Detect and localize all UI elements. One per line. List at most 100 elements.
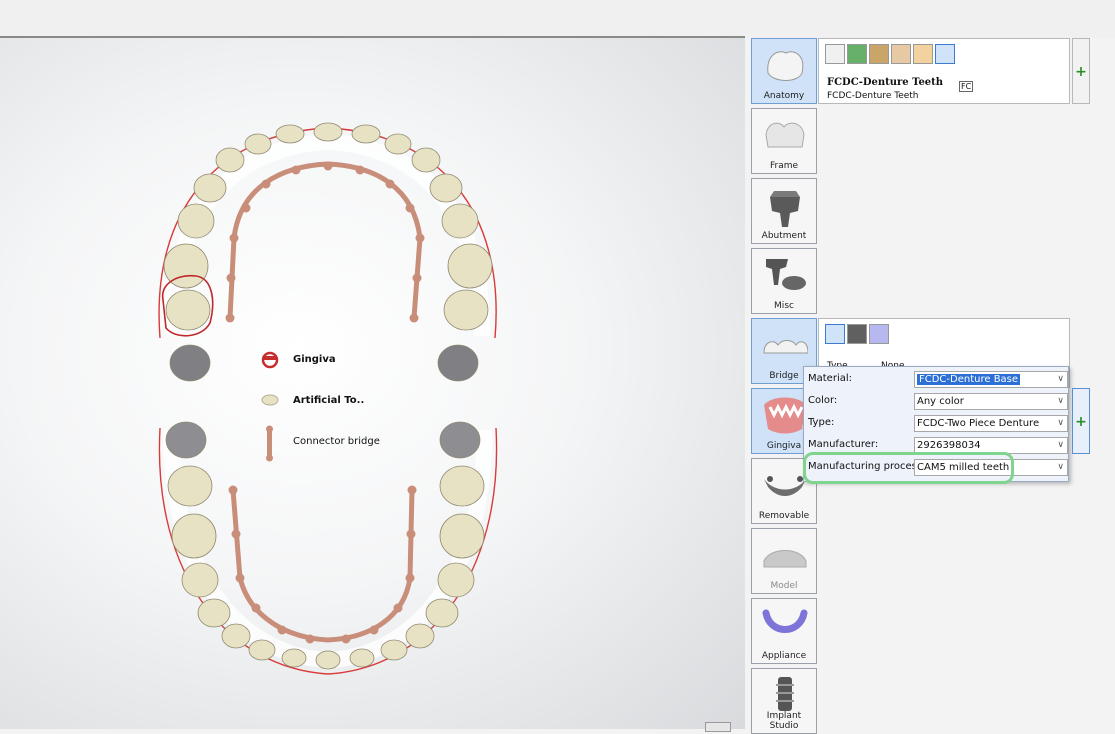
category-misc-button[interactable]: Misc <box>751 248 817 314</box>
upper-tooth-10 <box>384 133 412 155</box>
connector-bead-14 <box>228 485 238 495</box>
anatomy-crown-icon <box>767 51 804 81</box>
material-value: FCDC-Denture Base <box>917 374 1021 385</box>
connector-bead-2 <box>226 273 236 283</box>
category-frame-button[interactable]: Frame <box>751 108 817 174</box>
category-abutment-button[interactable]: Abutment <box>751 178 817 244</box>
gingiva-icon <box>764 397 806 434</box>
material-option-3[interactable] <box>869 44 889 64</box>
material-option-1[interactable] <box>825 44 845 64</box>
upper-tooth-4 <box>193 173 227 203</box>
upper-tooth-1 <box>165 289 211 331</box>
connector-bead-9 <box>385 179 395 189</box>
abutment-icon <box>770 191 800 227</box>
category-gingiva-label: Gingiva <box>766 441 802 451</box>
manufacturer-value: 2926398034 <box>917 440 981 451</box>
upper-tooth-15 <box>443 289 489 331</box>
anatomy-add-button[interactable]: + <box>1072 38 1090 104</box>
upper-tooth-3 <box>177 203 215 239</box>
upper-tooth-9 <box>351 124 381 144</box>
connector-bead-19 <box>305 634 315 644</box>
anatomy-material-subtitle: FCDC-Denture Teeth <box>827 91 919 101</box>
lower-tooth-12 <box>425 598 459 628</box>
type-value: FCDC-Two Piece Denture <box>917 418 1040 429</box>
anatomy-material-panel: FCDC-Denture Teeth FC FCDC-Denture Teeth <box>818 38 1070 104</box>
connector-bead-11 <box>415 233 425 243</box>
connector-bead-5 <box>261 179 271 189</box>
lower-tooth-3 <box>181 562 219 598</box>
lower-tooth-4 <box>197 598 231 628</box>
connector-bead-7 <box>323 161 333 171</box>
category-model-label: Model <box>770 581 798 591</box>
upper-tooth-6 <box>244 133 272 155</box>
upper-tooth-2 <box>163 243 209 289</box>
removable-icon <box>764 476 806 496</box>
type-label: Type: <box>808 417 835 428</box>
plus-icon: + <box>1075 64 1087 80</box>
chevron-down-icon: ∨ <box>1057 418 1064 428</box>
connector-beads <box>225 161 425 644</box>
bridge-option-link[interactable] <box>869 324 889 344</box>
manufacturer-label: Manufacturer: <box>808 439 879 450</box>
lower-connector-bridge <box>230 489 415 643</box>
manufacturing-process-label: Manufacturing process: <box>808 461 926 472</box>
upper-tooth-13 <box>441 203 479 239</box>
material-option-4[interactable] <box>891 44 911 64</box>
gingiva-add-button[interactable]: + <box>1072 388 1090 454</box>
upper-tooth-missing-left <box>169 344 211 382</box>
connector-bead-20 <box>341 634 351 644</box>
category-implant-studio-button[interactable]: Implant Studio <box>751 668 817 734</box>
lower-tooth-13 <box>437 562 475 598</box>
appliance-icon <box>762 609 808 633</box>
material-option-2[interactable] <box>847 44 867 64</box>
manufacturing-process-select[interactable]: CAM5 milled teeth∨ <box>914 459 1068 476</box>
lower-tooth-7 <box>281 648 307 668</box>
artificial-tooth-icon <box>261 394 279 406</box>
category-implant-studio-label: Implant Studio <box>766 711 802 731</box>
legend-gingiva-label: Gingiva <box>293 354 336 365</box>
lower-tooth-9 <box>349 648 375 668</box>
category-anatomy-button[interactable]: Anatomy <box>751 38 817 104</box>
color-select[interactable]: Any color∨ <box>914 393 1068 410</box>
category-misc-label: Misc <box>774 301 794 311</box>
upper-tooth-7 <box>275 124 305 144</box>
category-bridge-label: Bridge <box>769 371 799 381</box>
category-appliance-label: Appliance <box>761 651 807 661</box>
bridge-option-pontic[interactable] <box>825 324 845 344</box>
chevron-down-icon: ∨ <box>1057 462 1064 472</box>
category-removable-label: Removable <box>758 511 810 521</box>
connector-bead-10 <box>405 203 415 213</box>
category-model-button[interactable]: Model <box>751 528 817 594</box>
lower-tooth-15 <box>439 465 485 507</box>
toolbar-divider <box>0 36 745 38</box>
chevron-down-icon: ∨ <box>1057 396 1064 406</box>
bridge-option-connector[interactable] <box>847 324 867 344</box>
material-option-5[interactable] <box>913 44 933 64</box>
category-appliance-button[interactable]: Appliance <box>751 598 817 664</box>
lower-tooth-missing-right <box>439 421 481 459</box>
model-icon <box>763 550 807 568</box>
chevron-down-icon: ∨ <box>1057 374 1064 384</box>
type-select[interactable]: FCDC-Two Piece Denture ∨ <box>914 415 1068 432</box>
connector-bead-23 <box>405 573 415 583</box>
category-frame-label: Frame <box>769 161 799 171</box>
upper-tooth-missing-right <box>437 344 479 382</box>
manufacturing-process-row: Manufacturing process: CAM5 milled teeth… <box>808 459 1068 477</box>
upper-teeth-group <box>163 122 493 382</box>
legend-artificial-tooth-label: Artificial To.. <box>293 395 365 406</box>
gingiva-icon <box>261 351 279 369</box>
canvas-corner-button[interactable] <box>705 722 731 732</box>
misc-icon <box>766 259 806 290</box>
upper-tooth-12 <box>429 173 463 203</box>
connector-bead-25 <box>407 485 417 495</box>
connector-bridge-icon <box>266 425 273 462</box>
material-option-6[interactable] <box>935 44 955 64</box>
lower-tooth-5 <box>221 623 251 649</box>
material-select[interactable]: FCDC-Denture Base ∨ <box>914 371 1068 388</box>
connector-bead-1 <box>225 313 235 323</box>
implant-icon <box>776 677 794 711</box>
lower-tooth-14 <box>439 513 485 559</box>
connector-bead-22 <box>393 603 403 613</box>
tooth-chart-canvas[interactable]: Gingiva Artificial To.. Connector bridge <box>0 38 745 729</box>
connector-bead-15 <box>231 529 241 539</box>
